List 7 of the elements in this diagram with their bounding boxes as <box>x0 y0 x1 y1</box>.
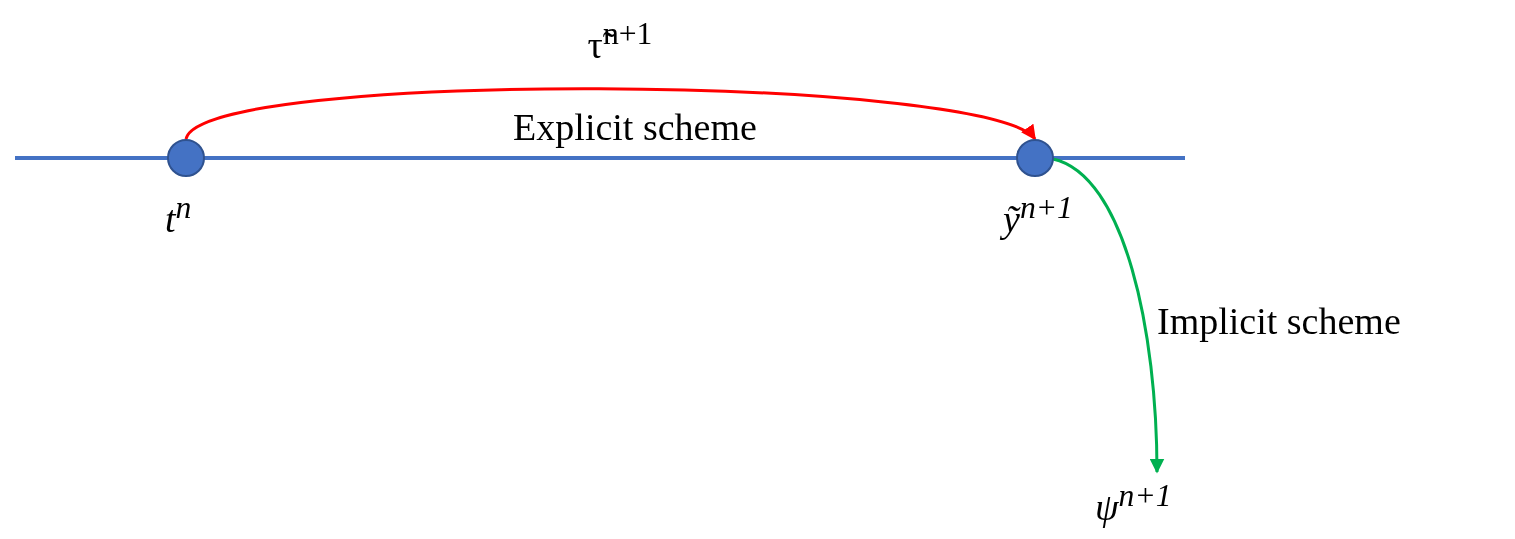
math-label: τ̃$^{n+1}$ <box>587 18 653 64</box>
point-circle <box>1016 139 1054 177</box>
point-label: t$^{n}$ <box>165 192 192 238</box>
point-circle <box>167 139 205 177</box>
math-symbol: ψ$^{n+1}$ <box>1095 480 1172 526</box>
arrow <box>1052 157 1165 474</box>
arrow <box>185 87 1037 141</box>
